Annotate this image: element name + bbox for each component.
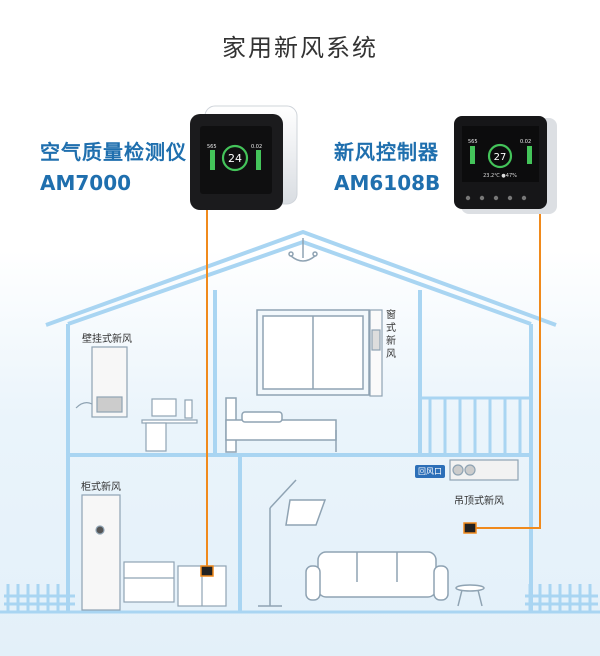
- controller-right-value: 0.02: [520, 139, 531, 145]
- fence-left: [4, 584, 75, 612]
- ceiling-ventilator: [449, 459, 519, 481]
- controller-bottom-line: 23.2℃ ●47%: [483, 173, 517, 179]
- controller-left-value: 565: [468, 139, 478, 145]
- label-cabinet: 柜式新风: [81, 482, 121, 493]
- page-title: 家用新风系统: [222, 34, 378, 62]
- label-wall-mounted: 壁挂式新风: [82, 334, 132, 345]
- fence-right: [525, 584, 598, 612]
- cabinet-ventilator: [81, 494, 121, 611]
- wall-ventilator: [75, 346, 128, 418]
- wiring: [206, 200, 541, 570]
- side-table: [455, 584, 485, 607]
- air-monitor-main-value: 24: [228, 152, 242, 165]
- chandelier-icon: [288, 238, 318, 262]
- label-window: 窗式新风: [386, 310, 396, 360]
- controller-name: 新风控制器: [334, 140, 439, 164]
- sofa-icon: [305, 551, 449, 601]
- controller-label: 新风控制器 AM6108B: [334, 136, 440, 195]
- air-monitor-left-value: 565: [207, 144, 217, 150]
- air-monitor-right-value: 0.02: [251, 144, 262, 150]
- controller-device: [454, 116, 557, 214]
- bed-icon: [225, 397, 337, 453]
- window-ventilator: [369, 309, 383, 397]
- controller-terminal-node: [463, 522, 477, 534]
- radiator-icon: [123, 561, 175, 603]
- air-monitor-label: 空气质量检测仪 AM7000: [40, 136, 187, 195]
- balcony-railing: [420, 396, 531, 455]
- monitor-sensor-node: [200, 565, 214, 577]
- return-air-badge: 回风口: [415, 465, 445, 478]
- air-monitor-device: [190, 105, 298, 210]
- air-monitor-model: AM7000: [40, 171, 132, 195]
- bedroom-window: [256, 309, 370, 396]
- house-outline: [45, 230, 557, 612]
- floor-lamp: [258, 479, 327, 607]
- label-ceiling: 吊顶式新风: [454, 496, 504, 507]
- controller-main-value: 27: [494, 152, 507, 163]
- air-monitor-name: 空气质量检测仪: [40, 140, 187, 164]
- desk-computer: [141, 398, 198, 452]
- controller-model: AM6108B: [334, 171, 441, 195]
